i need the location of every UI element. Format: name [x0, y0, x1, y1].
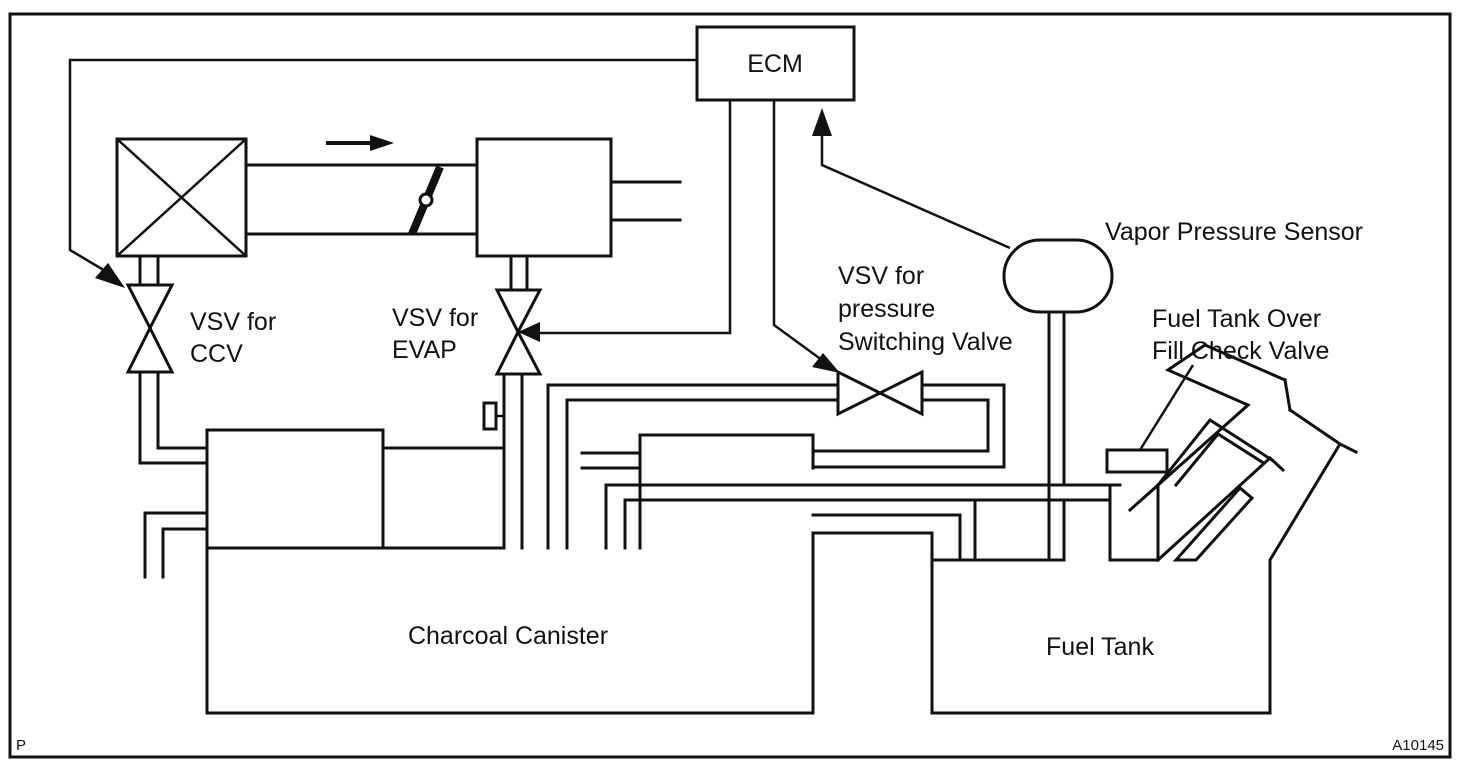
ecm-signal-line-ccv [68, 58, 697, 277]
charcoal-canister-outline [205, 428, 934, 715]
vsv-ccv-valve [125, 283, 175, 374]
arrowhead-ccv [95, 263, 125, 288]
vsv-ccv-label-1: VSV for [190, 308, 276, 336]
fuel-tank-inner-wall [1062, 483, 1112, 562]
vsv-evap-label-2: EVAP [392, 336, 457, 364]
filler-neck-pipe [1283, 378, 1343, 447]
corner-label-left: P [16, 737, 26, 754]
canister-right-chamber [638, 433, 815, 550]
flow-arrow-head [370, 135, 394, 151]
overfill-label-1: Fuel Tank Over [1152, 305, 1321, 333]
air-cleaner [115, 137, 248, 258]
filler-neck-inner [1172, 485, 1255, 562]
arrowhead-sensor [812, 108, 832, 136]
pressure-vsv-pipe-left [546, 383, 840, 550]
sensor-pipe [1047, 310, 1066, 562]
ecm-signal-line-evap [535, 100, 732, 335]
ccv-lower-pipe [138, 370, 209, 465]
charcoal-canister-label: Charcoal Canister [408, 622, 608, 650]
vapor-pressure-sensor [1002, 238, 1114, 314]
atmosphere-vent-pipe [143, 511, 209, 579]
evap-line-connector [482, 401, 498, 431]
vapor-line-lower [811, 498, 977, 562]
vapor-line-upper [580, 451, 642, 470]
vsv-pressure-label-2: pressure [838, 295, 935, 323]
evap-lower-pipe [502, 372, 524, 550]
intake-manifold [475, 137, 613, 258]
arrowhead-evap [518, 322, 540, 342]
fuel-tank-label: Fuel Tank [1046, 633, 1154, 661]
corner-label-right: A10145 [1392, 737, 1444, 754]
fuel-tank-overfill-check-valve [1105, 448, 1169, 474]
ecm-label: ECM [747, 50, 803, 78]
vsv-evap-valve [494, 288, 543, 376]
sensor-signal-line [820, 135, 1011, 250]
overfill-label-2: Fill Check Valve [1152, 337, 1329, 365]
throttle-shaft [418, 192, 434, 208]
air-cleaner-cross-b [116, 138, 247, 257]
ecm-signal-line-pressure [772, 100, 827, 365]
vsv-ccv-label-2: CCV [190, 340, 243, 368]
ecm-box [695, 25, 856, 102]
vsv-pressure-label-3: Switching Valve [838, 328, 1013, 356]
vsv-pressure-label-1: VSV for [838, 262, 924, 290]
vsv-evap-label-1: VSV for [392, 304, 478, 332]
vapor-pressure-sensor-label: Vapor Pressure Sensor [1105, 218, 1363, 246]
vsv-pressure-valve [836, 369, 924, 417]
diagram-frame [8, 12, 1452, 759]
pressure-vsv-pipe-right [811, 383, 1006, 469]
arrowhead-pressure [812, 353, 840, 373]
overfill-leader [1138, 364, 1195, 451]
filler-neck-tube [1155, 418, 1275, 488]
